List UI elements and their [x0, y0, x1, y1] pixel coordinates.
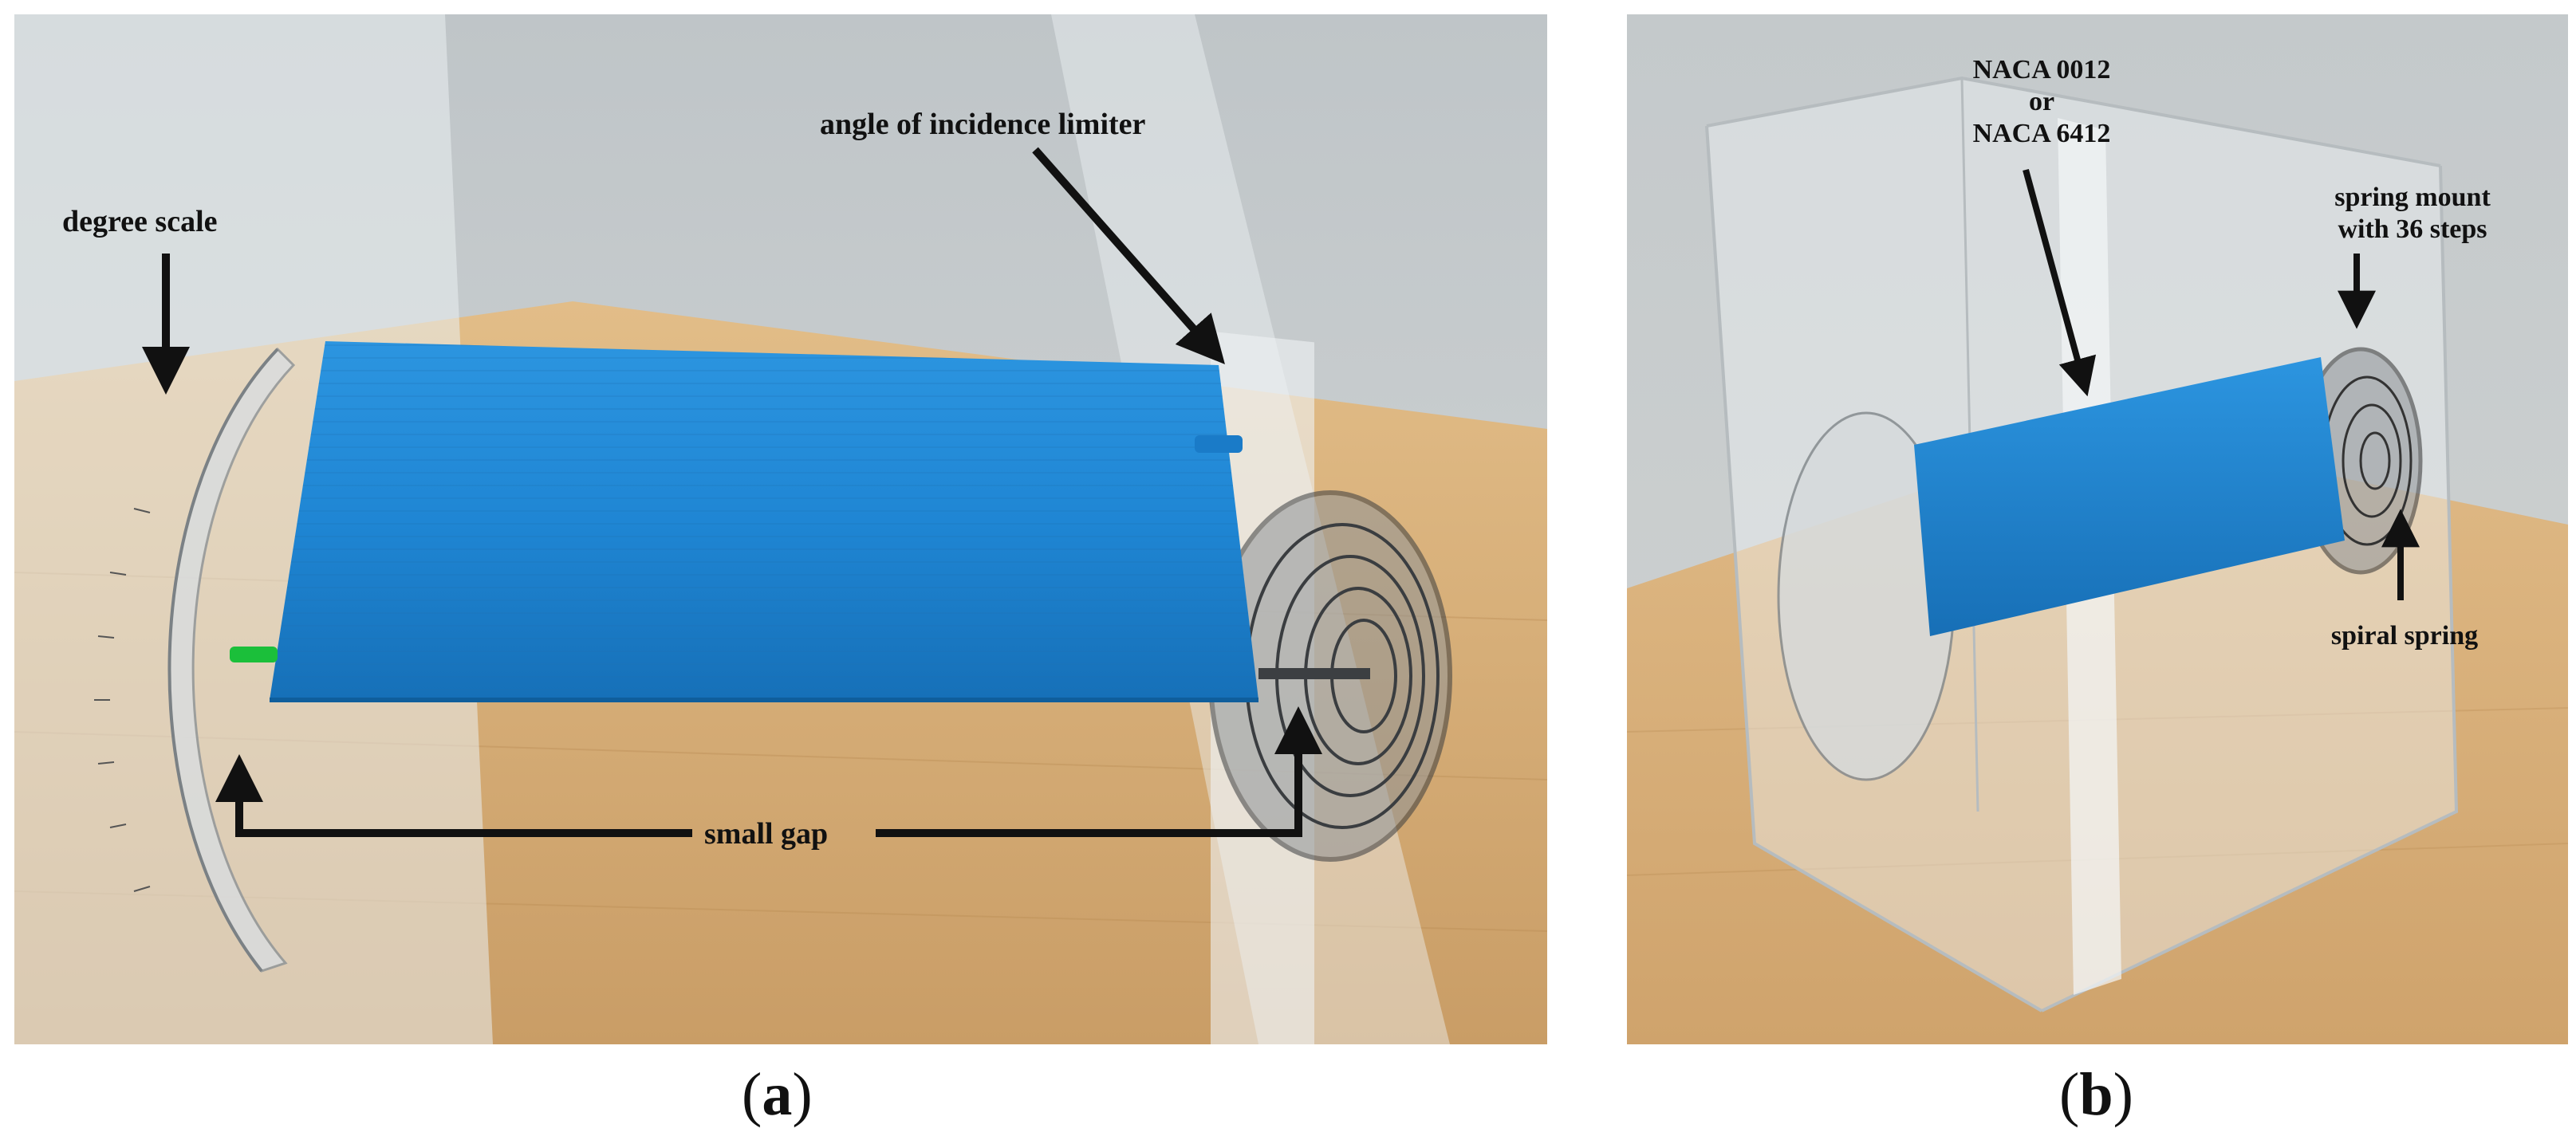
caption-b-open: ( — [2059, 1061, 2080, 1128]
acrylic-wall-left — [14, 14, 493, 1044]
caption-b-close: ) — [2113, 1061, 2133, 1128]
arrow-small-gap-right — [876, 706, 1322, 837]
label-spring-mount: spring mount — [2334, 183, 2491, 212]
arrow-small-gap-left — [215, 754, 692, 837]
label-small-gap: small gap — [704, 817, 828, 851]
caption-b: (b) — [2059, 1060, 2133, 1130]
arrow-angle-limiter — [1032, 147, 1225, 364]
label-arrows — [142, 147, 1322, 837]
label-naca-6412: NACA 6412 — [1973, 119, 2111, 148]
degree-scale-protractor — [94, 347, 296, 973]
label-arrows — [2023, 168, 2420, 600]
caption-a: (a) — [742, 1060, 813, 1130]
label-naca-or: or — [2029, 87, 2054, 116]
label-angle-of-incidence-limiter: angle of incidence limiter — [820, 108, 1146, 141]
photo-panel-b: NACA 0012 or NACA 6412 spring mount with… — [1627, 14, 2568, 1044]
label-degree-scale: degree scale — [62, 205, 218, 238]
photo-panel-a: degree scale angle of incidence limiter … — [14, 14, 1547, 1044]
photo-a-illustration: degree scale angle of incidence limiter … — [14, 14, 1547, 1044]
label-spiral-spring: spiral spring — [2331, 621, 2478, 651]
label-naca-0012: NACA 0012 — [1973, 55, 2111, 85]
label-with-36-steps: with 36 steps — [2338, 214, 2487, 244]
caption-a-open: ( — [742, 1061, 762, 1128]
wing-surface-ribs — [270, 341, 1258, 700]
caption-a-close: ) — [792, 1061, 813, 1128]
arrow-naca — [2023, 168, 2097, 397]
photo-b-illustration: NACA 0012 or NACA 6412 spring mount with… — [1627, 14, 2568, 1044]
limiter-pin — [1195, 435, 1243, 453]
blue-airfoil-wing — [1914, 357, 2345, 636]
steel-shaft — [1258, 668, 1370, 679]
caption-b-letter: b — [2079, 1061, 2113, 1128]
caption-a-letter: a — [762, 1061, 793, 1128]
green-shaft-end — [230, 647, 278, 662]
